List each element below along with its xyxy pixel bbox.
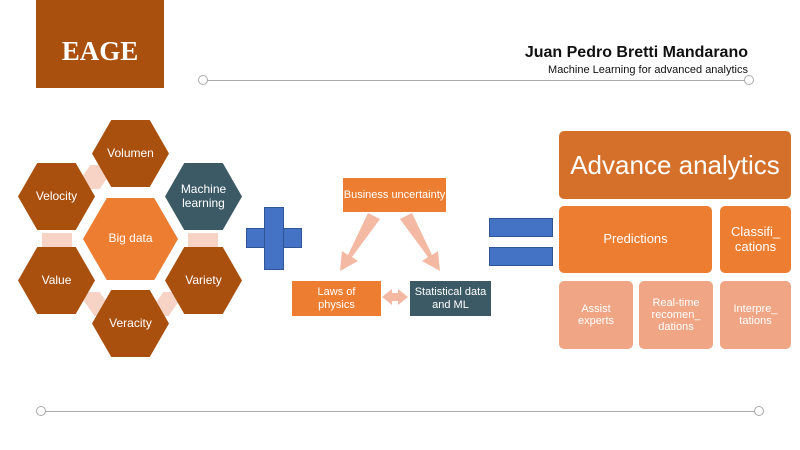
- header-divider: [205, 80, 748, 81]
- hex-machine-learning: Machine learning: [165, 163, 242, 230]
- hex-connector: [188, 233, 218, 247]
- triangle-arrows: [340, 213, 440, 305]
- realtime-recommendations-box: Real-time recomen_ dations: [639, 281, 713, 349]
- presenter-name: Juan Pedro Bretti Mandarano: [524, 44, 748, 61]
- laws-of-physics-box: Laws of physics: [292, 281, 381, 316]
- business-uncertainty-box: Business uncertainty: [343, 178, 446, 212]
- classifications-box: Classifi_ cations: [720, 206, 791, 273]
- divider-dot: [744, 75, 754, 85]
- hex-value: Value: [18, 247, 95, 314]
- predictions-box: Predictions: [559, 206, 712, 273]
- assist-experts-box: Assist experts: [559, 281, 633, 349]
- divider-dot: [36, 406, 46, 416]
- hex-velocity: Velocity: [18, 163, 95, 230]
- divider-dot: [754, 406, 764, 416]
- presentation-subtitle: Machine Learning for advanced analytics: [548, 64, 748, 76]
- arrow-bidirectional: [382, 289, 408, 305]
- equals-icon: [489, 218, 553, 237]
- eage-logo: EAGE: [36, 0, 164, 88]
- footer-divider: [44, 411, 756, 412]
- arrow-down-right: [400, 213, 440, 271]
- plus-icon-vertical: [264, 207, 284, 270]
- statistical-ml-box: Statistical data and ML: [410, 281, 491, 316]
- equals-icon-lower: [489, 247, 553, 266]
- hex-big-data: Big data: [83, 198, 178, 280]
- advance-analytics-box: Advance analytics: [559, 131, 791, 199]
- arrow-down-left: [340, 213, 380, 271]
- divider-dot: [198, 75, 208, 85]
- hex-connector: [42, 233, 72, 247]
- interpretations-box: Interpre_ tations: [720, 281, 791, 349]
